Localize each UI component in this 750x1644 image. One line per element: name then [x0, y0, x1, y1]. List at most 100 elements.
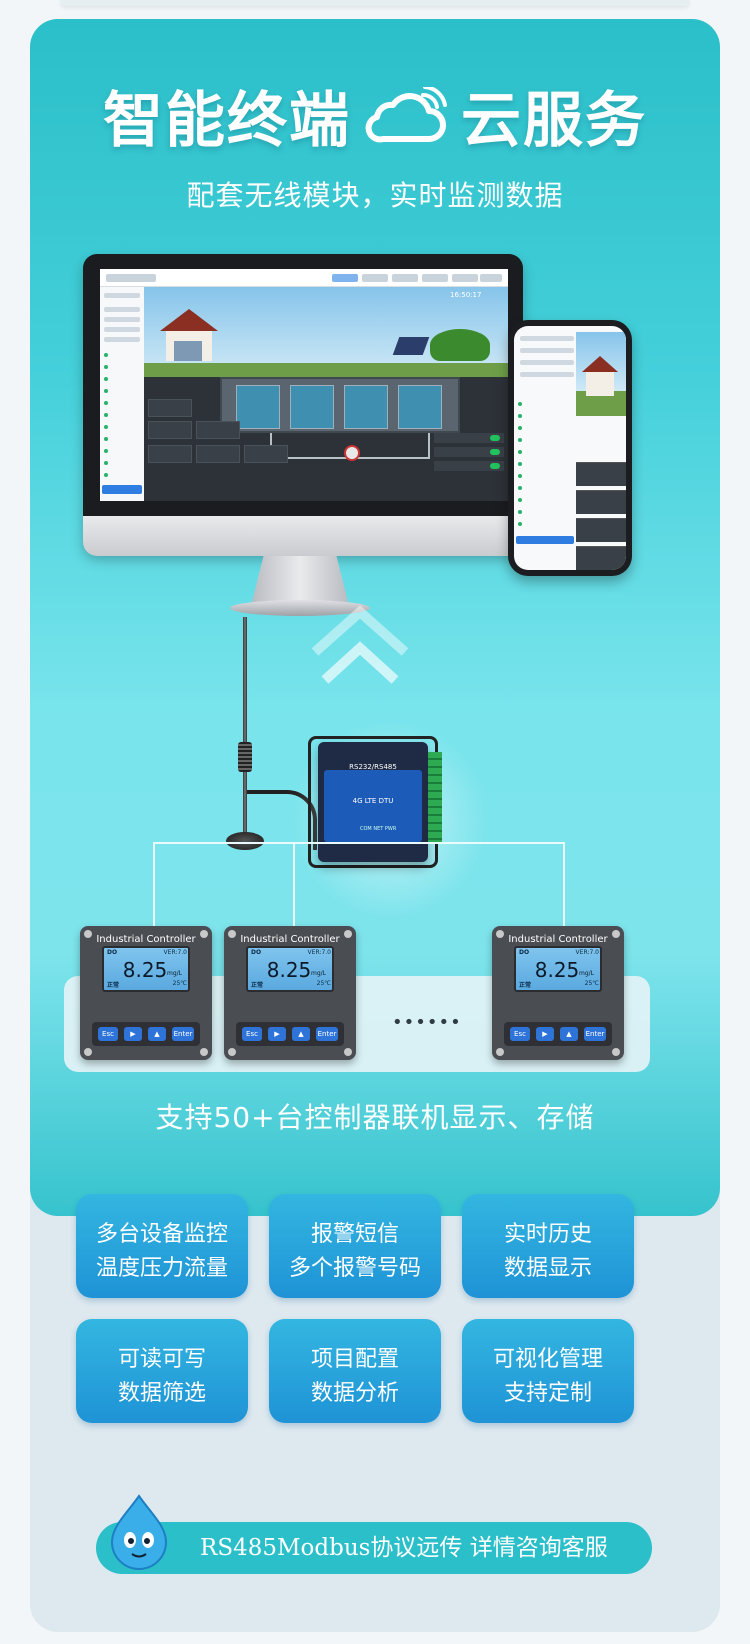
control-row — [434, 461, 504, 471]
status-dot — [518, 402, 522, 406]
house-garage — [174, 341, 202, 361]
fan-icon — [344, 445, 360, 461]
data-tile — [244, 445, 288, 463]
dtu-led-labels: COM NET PWR — [360, 826, 397, 832]
status-led — [490, 435, 500, 441]
sidebar-row — [520, 348, 574, 353]
status-dot — [518, 450, 522, 454]
house-roof — [582, 356, 618, 372]
cloud-icon — [363, 84, 449, 162]
data-tile — [148, 399, 192, 417]
reading-value: 8.25 — [266, 958, 312, 982]
house-wall — [586, 372, 614, 396]
screen-sidebar — [100, 287, 144, 501]
esc-key[interactable]: Esc — [98, 1027, 118, 1041]
tank-cell — [290, 385, 334, 429]
wire — [153, 842, 155, 928]
page-title: 智能终端 云服务 — [0, 72, 750, 162]
wire — [153, 842, 565, 844]
enter-key[interactable]: Enter — [172, 1027, 194, 1041]
status-dot — [518, 474, 522, 478]
enter-key[interactable]: Enter — [316, 1027, 338, 1041]
status-dot — [104, 353, 108, 357]
sidebar-row — [520, 336, 574, 341]
nav-item — [422, 274, 448, 282]
tank-cell — [236, 385, 280, 429]
nav-item — [392, 274, 418, 282]
status-dot — [518, 426, 522, 430]
nav-item — [332, 274, 358, 282]
sidebar-active-item — [102, 485, 142, 494]
controller-name: Industrial Controller — [508, 934, 608, 945]
sidebar-row — [104, 337, 140, 342]
status-dot — [518, 462, 522, 466]
dtu-model-label: RS232/RS485 — [349, 763, 397, 771]
status-dot — [518, 498, 522, 502]
status-led — [490, 449, 500, 455]
data-tile — [576, 462, 626, 486]
feature-card-project-config: 项目配置 数据分析 — [269, 1319, 441, 1423]
nav-item — [106, 274, 156, 282]
dtu-type-label: 4G LTE DTU — [352, 797, 394, 805]
page-subtitle: 配套无线模块，实时监测数据 — [186, 179, 564, 212]
top-strip — [60, 0, 690, 6]
contact-banner[interactable]: RS485Modbus协议远传 详情咨询客服 — [96, 1522, 652, 1574]
status-dot — [518, 438, 522, 442]
antenna-coil — [238, 742, 252, 772]
status-dot — [104, 401, 108, 405]
nav-item — [452, 274, 478, 282]
data-tile — [576, 546, 626, 570]
up-key[interactable]: ▲ — [292, 1027, 310, 1041]
house — [160, 309, 218, 361]
antenna — [243, 617, 247, 842]
controller-keypad: Esc ▶ ▲ Enter — [92, 1022, 200, 1046]
up-key[interactable]: ▲ — [148, 1027, 166, 1041]
title-right: 云服务 — [461, 86, 647, 156]
feature-card-history: 实时历史 数据显示 — [462, 1194, 634, 1298]
right-key[interactable]: ▶ — [124, 1027, 142, 1041]
wire — [563, 842, 565, 928]
enter-key[interactable]: Enter — [584, 1027, 606, 1041]
scene-ground — [144, 363, 508, 377]
tank-cell — [398, 385, 442, 429]
sidebar-row — [520, 372, 574, 377]
right-key[interactable]: ▶ — [536, 1027, 554, 1041]
sidebar-row — [104, 293, 140, 298]
status-dot — [104, 389, 108, 393]
right-key[interactable]: ▶ — [268, 1027, 286, 1041]
esc-key[interactable]: Esc — [510, 1027, 530, 1041]
monitor-chin — [83, 516, 523, 556]
monitor-base — [230, 600, 370, 616]
nav-item — [362, 274, 388, 282]
phone-screen — [514, 326, 626, 570]
house — [582, 356, 618, 406]
status-dot — [104, 449, 108, 453]
status-dot — [518, 522, 522, 526]
status-dot — [104, 365, 108, 369]
screen-clock: 16:50:17 — [450, 291, 482, 299]
dtu-faceplate — [324, 770, 422, 842]
nav-item — [480, 274, 502, 282]
data-tile — [196, 421, 240, 439]
title-left: 智能终端 — [103, 86, 351, 156]
control-row — [434, 447, 504, 457]
up-key[interactable]: ▲ — [560, 1027, 578, 1041]
feature-card-read-write: 可读可写 数据筛选 — [76, 1319, 248, 1423]
tank-cell — [344, 385, 388, 429]
controller-name: Industrial Controller — [96, 934, 196, 945]
terminal-block — [428, 752, 442, 842]
monitor-stand — [252, 556, 348, 602]
data-tile — [148, 421, 192, 439]
water-drop-mascot-icon — [110, 1494, 168, 1570]
data-tile — [196, 445, 240, 463]
esc-key[interactable]: Esc — [242, 1027, 262, 1041]
status-dot — [104, 461, 108, 465]
sidebar-row — [104, 307, 140, 312]
screen-top-nav — [100, 269, 508, 287]
